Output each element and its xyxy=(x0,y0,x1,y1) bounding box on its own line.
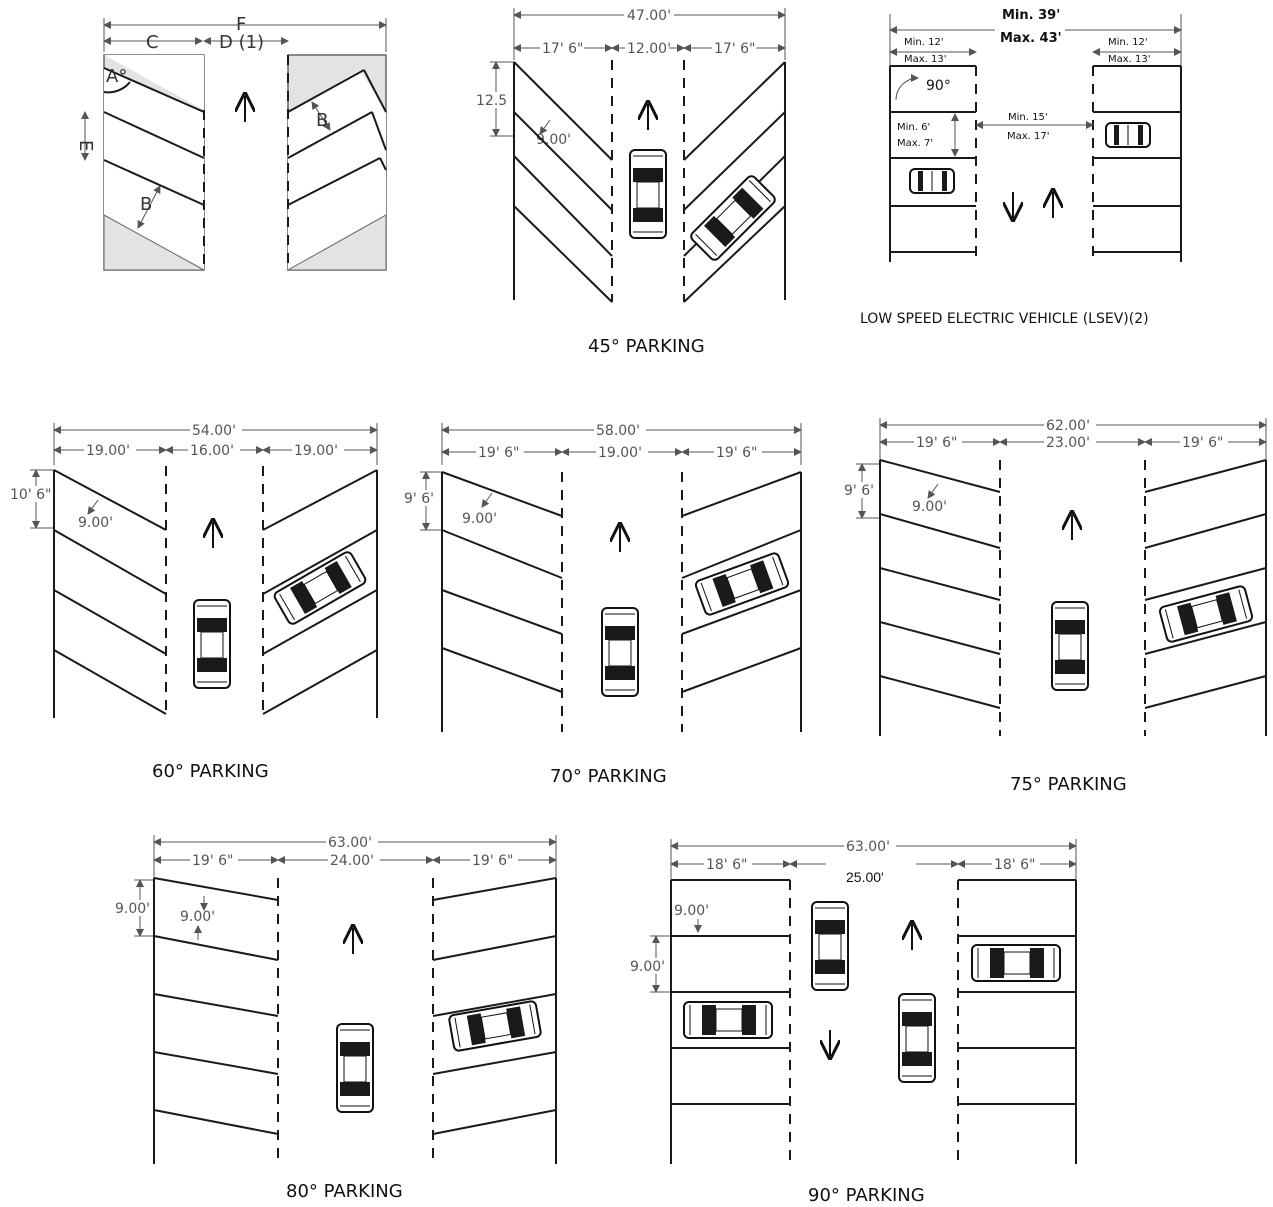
dim-45-total: 47.00' xyxy=(627,8,671,24)
dim-45-right: 17' 6" xyxy=(714,41,755,57)
lsev-width-max: Max. 7' xyxy=(897,138,933,149)
diagram-lsev: Min. 39' Max. 43' Min. 12' Max. 13' Min.… xyxy=(860,4,1182,327)
car-icon xyxy=(971,944,1061,982)
generic-diagram: F C D (1) A° E B B xyxy=(75,14,387,271)
label-d: D (1) xyxy=(219,32,264,53)
dim-75-stall: 9.00' xyxy=(912,499,947,515)
car-icon xyxy=(193,599,231,689)
dim-80-stall: 9.00' xyxy=(180,909,215,925)
dim-45-depth: 12.5 xyxy=(476,93,507,109)
dim-80-left: 19' 6" xyxy=(192,853,233,869)
dim-70-center: 19.00' xyxy=(598,445,642,461)
dim-90-stall: 9.00' xyxy=(674,903,709,919)
dim-75-right: 19' 6" xyxy=(1182,435,1223,451)
dim-60-total: 54.00' xyxy=(192,423,236,439)
caption-75: 75° PARKING xyxy=(1010,774,1127,795)
lsev-width-min: Min. 6' xyxy=(897,122,930,133)
lsev-aisle-max: Max. 17' xyxy=(1007,131,1050,142)
lsev-right-min: Min. 12' xyxy=(1108,37,1148,48)
dim-80-right: 19' 6" xyxy=(472,853,513,869)
dim-60-center: 16.00' xyxy=(190,443,234,459)
dim-60-left: 19.00' xyxy=(86,443,130,459)
diagram-90: 63.00' 18' 6" 25.00' 18' 6" 9.00' 9.00' xyxy=(628,838,1077,1206)
lsev-right-max: Max. 13' xyxy=(1108,54,1151,65)
diagram-80: 63.00' 19' 6" 24.00' 19' 6" 9.00' 9.00' xyxy=(114,834,557,1202)
caption-90: 90° PARKING xyxy=(808,1185,925,1206)
dim-75-depth: 9' 6' xyxy=(844,483,874,499)
caption-60: 60° PARKING xyxy=(152,761,269,782)
dim-70-left: 19' 6" xyxy=(478,445,519,461)
label-b-right: B xyxy=(316,110,328,131)
car-icon xyxy=(683,1001,773,1039)
diagram-60: 54.00' 19.00' 16.00' 19.00' 10' 6" 9.00'… xyxy=(8,422,378,782)
label-e: E xyxy=(75,140,96,151)
dim-75-left: 19' 6" xyxy=(916,435,957,451)
caption-45: 45° PARKING xyxy=(588,336,705,357)
dim-80-total: 63.00' xyxy=(328,835,372,851)
lsev-total-max: Max. 43' xyxy=(1000,31,1062,46)
lsev-left-min: Min. 12' xyxy=(904,37,944,48)
car-icon xyxy=(1051,601,1089,691)
label-c: C xyxy=(146,32,159,53)
cart-icon xyxy=(909,168,955,194)
car-icon xyxy=(601,607,639,697)
diagram-45: 47.00' 17' 6" 12.00' 17' 6" 12.5 9.00' 4… xyxy=(474,6,786,357)
dim-90-total: 63.00' xyxy=(846,839,890,855)
label-f: F xyxy=(236,14,246,35)
car-icon xyxy=(1157,584,1255,644)
dim-60-stall: 9.00' xyxy=(78,515,113,531)
dim-90-left: 18' 6" xyxy=(706,857,747,873)
car-icon xyxy=(336,1023,374,1113)
dim-45-left: 17' 6" xyxy=(542,41,583,57)
dim-75-center: 23.00' xyxy=(1046,435,1090,451)
dim-60-right: 19.00' xyxy=(294,443,338,459)
dim-90-right: 18' 6" xyxy=(994,857,1035,873)
dim-45-center: 12.00' xyxy=(627,41,671,57)
lsev-aisle-min: Min. 15' xyxy=(1008,112,1048,123)
dim-60-depth: 10' 6" xyxy=(10,487,51,503)
diagram-70: 58.00' 19' 6" 19.00' 19' 6" 9' 6' 9.00' … xyxy=(402,422,802,787)
car-icon xyxy=(693,551,791,617)
dim-70-stall: 9.00' xyxy=(462,511,497,527)
dim-75-total: 62.00' xyxy=(1046,418,1090,434)
dim-70-right: 19' 6" xyxy=(716,445,757,461)
dim-80-depth: 9.00' xyxy=(115,901,150,917)
car-icon xyxy=(898,993,936,1083)
lsev-angle: 90° xyxy=(926,78,951,94)
caption-lsev: LOW SPEED ELECTRIC VEHICLE (LSEV)(2) xyxy=(860,311,1149,327)
diagram-75: 62.00' 19' 6" 23.00' 19' 6" 9' 6' 9.00' xyxy=(842,417,1267,795)
dim-80-center: 24.00' xyxy=(330,853,374,869)
caption-70: 70° PARKING xyxy=(550,766,667,787)
dim-90-depth: 9.00' xyxy=(630,959,665,975)
cart-icon xyxy=(1105,122,1151,148)
car-icon xyxy=(447,999,543,1053)
lsev-left-max: Max. 13' xyxy=(904,54,947,65)
car-icon xyxy=(811,901,849,991)
label-b-left: B xyxy=(140,194,152,215)
dim-70-depth: 9' 6' xyxy=(404,491,434,507)
dim-70-total: 58.00' xyxy=(596,423,640,439)
label-a: A° xyxy=(106,66,127,87)
lsev-total-min: Min. 39' xyxy=(1002,8,1060,23)
dim-90-center: 25.00' xyxy=(846,869,884,885)
car-icon xyxy=(688,173,778,263)
caption-80: 80° PARKING xyxy=(286,1181,403,1202)
car-icon xyxy=(629,149,667,239)
